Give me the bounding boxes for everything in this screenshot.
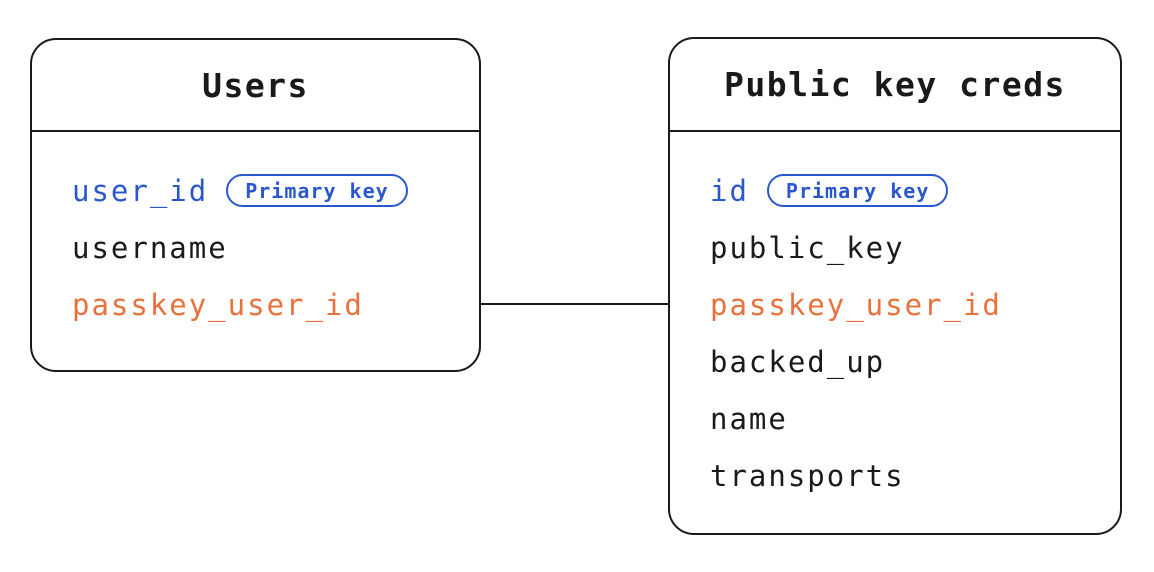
relationship-line [481,303,668,305]
table-field-list: user_id Primary key username passkey_use… [32,132,479,333]
field-name: username [72,230,228,265]
field-row: passkey_user_id [710,276,1110,333]
field-row: passkey_user_id [72,276,469,333]
field-name: user_id [72,173,209,208]
primary-key-badge: Primary key [766,174,949,207]
field-row: public_key [710,219,1110,276]
table-public-key-creds: Public key creds id Primary key public_k… [668,37,1122,535]
field-name: transports [710,458,905,493]
field-row: username [72,219,469,276]
table-title: Public key creds [670,39,1120,132]
table-title: Users [32,40,479,132]
field-name: passkey_user_id [72,287,364,322]
field-name: name [710,401,788,436]
field-name: id [710,173,749,208]
field-name: backed_up [710,344,886,379]
table-users: Users user_id Primary key username passk… [30,38,481,372]
table-field-list: id Primary key public_key passkey_user_i… [670,132,1120,504]
field-row: user_id Primary key [72,162,469,219]
field-row: transports [710,447,1110,504]
field-row: id Primary key [710,162,1110,219]
field-row: name [710,390,1110,447]
field-name: public_key [710,230,905,265]
field-row: backed_up [710,333,1110,390]
field-name: passkey_user_id [710,287,1002,322]
primary-key-badge: Primary key [226,174,408,207]
